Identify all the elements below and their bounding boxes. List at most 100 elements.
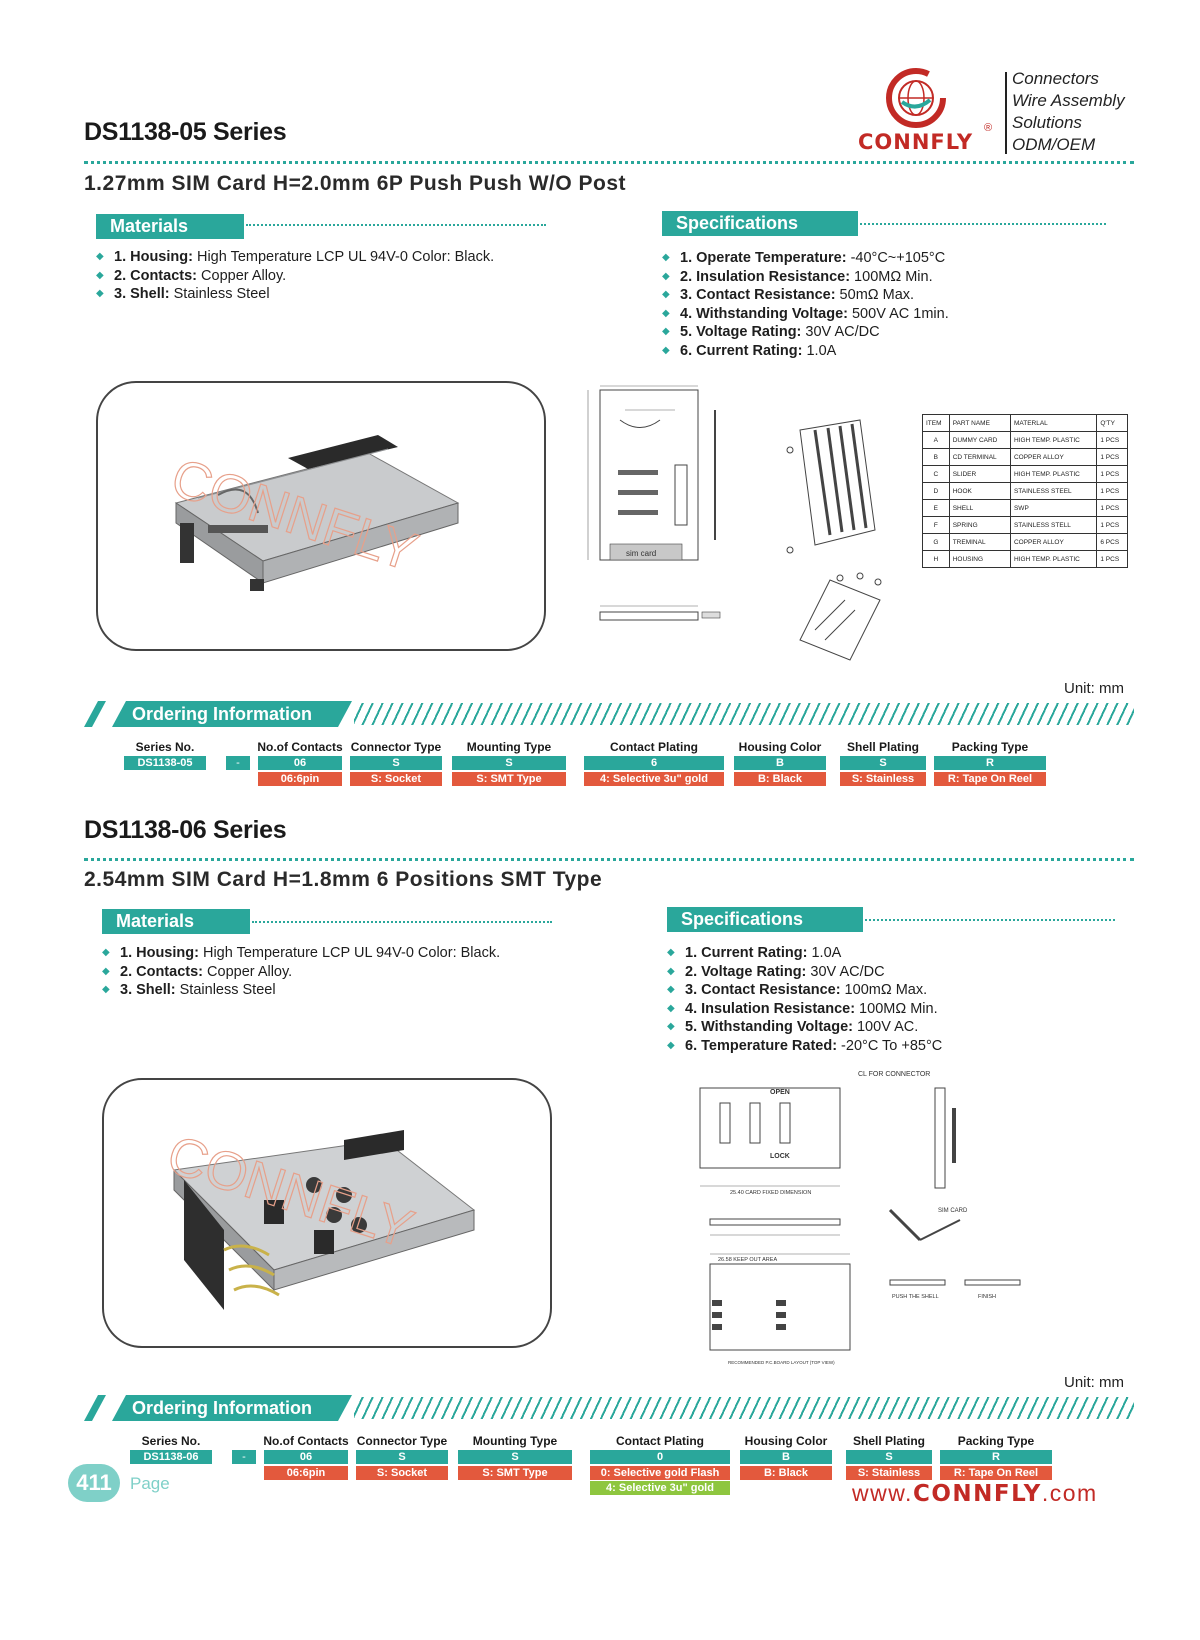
table-header-row: ITEM PART NAME MATERLAL Q'TY bbox=[922, 414, 1128, 432]
drawing-finish-label: FINISH bbox=[978, 1294, 996, 1300]
item-badge: C bbox=[922, 465, 950, 483]
table-cell: TREMINAL bbox=[948, 533, 1011, 551]
site-suffix: .com bbox=[1041, 1480, 1098, 1506]
ordering-code: R bbox=[940, 1450, 1052, 1464]
ordering-column-header: Mounting Type bbox=[466, 740, 552, 754]
ordering-column-header: Shell Plating bbox=[846, 740, 919, 754]
ordering-code: S bbox=[356, 1450, 448, 1464]
spec-item: 1. Current Rating: 1.0A bbox=[667, 944, 942, 963]
ordering-heading-bar-1: Ordering Information bbox=[84, 701, 1136, 727]
drawing-top-view-1: sim card bbox=[580, 380, 740, 570]
ordering-column-header: Packing Type bbox=[951, 740, 1029, 754]
drawing-iso-view-1 bbox=[790, 570, 900, 670]
ordering-option: S: Socket bbox=[350, 772, 442, 786]
website-link[interactable]: www.CONNFLY.com bbox=[852, 1480, 1098, 1507]
ordering-code: S bbox=[452, 756, 566, 770]
drawing-card-fixed-label: 25.40 CARD FIXED DIMENSION bbox=[730, 1190, 811, 1196]
table-cell: CD TERMINAL bbox=[948, 448, 1011, 466]
ordering-column-header: No.of Contacts bbox=[257, 740, 343, 754]
ordering-separator: - bbox=[226, 756, 250, 770]
ordering-option: 06:6pin bbox=[258, 772, 342, 786]
material-item: 2. Contacts: Copper Alloy. bbox=[102, 963, 500, 982]
ordering-hatch-2 bbox=[354, 1397, 1134, 1419]
drawing-open-label: OPEN bbox=[770, 1089, 790, 1096]
table-cell: HOUSING bbox=[948, 550, 1011, 568]
ordering-option: S: Socket bbox=[356, 1466, 448, 1480]
item-badge: G bbox=[922, 533, 950, 551]
ordering-option: B: Black bbox=[734, 772, 826, 786]
product-photo-2: CONNFLY bbox=[102, 1078, 552, 1348]
table-cell: HIGH TEMP. PLASTIC bbox=[1009, 465, 1098, 483]
table-cell: 1 PCS bbox=[1096, 516, 1128, 534]
ordering-code: B bbox=[740, 1450, 832, 1464]
ordering-column-header: No.of Contacts bbox=[263, 1434, 349, 1448]
drawing-sim-card-label-1: sim card bbox=[626, 549, 656, 558]
logo-registered-mark: ® bbox=[984, 122, 993, 134]
drawing-side-view-2 bbox=[700, 1205, 850, 1245]
ordering-column-header: Contact Plating bbox=[615, 1434, 704, 1448]
table-cell: COPPER ALLOY bbox=[1009, 533, 1098, 551]
ordering-column-header: Contact Plating bbox=[609, 740, 698, 754]
ordering-option: S: SMT Type bbox=[458, 1466, 572, 1480]
item-badge: E bbox=[922, 499, 950, 517]
drawing-side-view-1 bbox=[580, 600, 740, 640]
drawing-push-shell-label: PUSH THE SHELL bbox=[892, 1294, 939, 1300]
drawing-layout-note: RECOMMENDED P.C.BOARD LAYOUT (TOP VIEW) bbox=[728, 1360, 835, 1365]
ordering-option: S: Stainless bbox=[840, 772, 926, 786]
item-badge: F bbox=[922, 516, 950, 534]
materials-list-1: 1. Housing: High Temperature LCP UL 94V-… bbox=[96, 248, 494, 304]
ordering-heading-2: Ordering Information bbox=[112, 1395, 352, 1421]
specifications-heading-1: Specifications bbox=[662, 211, 858, 236]
spec-item: 4. Withstanding Voltage: 500V AC 1min. bbox=[662, 305, 949, 324]
drawing-card-insert-2: SIM CARD bbox=[880, 1200, 980, 1250]
spec-item: 6. Current Rating: 1.0A bbox=[662, 342, 949, 361]
ordering-slant-shape bbox=[84, 1395, 106, 1421]
materials-dots-1 bbox=[246, 224, 546, 226]
ordering-separator: - bbox=[232, 1450, 256, 1464]
drawing-keep-out-label: 26.58 KEEP OUT AREA bbox=[718, 1257, 777, 1263]
table-cell: DUMMY CARD bbox=[948, 431, 1011, 449]
table-cell: 1 PCS bbox=[1096, 448, 1128, 466]
table-cell: COPPER ALLOY bbox=[1009, 448, 1098, 466]
table-cell: 1 PCS bbox=[1096, 431, 1128, 449]
spec-item: 3. Contact Resistance: 50mΩ Max. bbox=[662, 286, 949, 305]
table-cell: 1 PCS bbox=[1096, 465, 1128, 483]
table-cell: HIGH TEMP. PLASTIC bbox=[1009, 431, 1098, 449]
item-badge: A bbox=[922, 431, 950, 449]
page-number: 411 bbox=[68, 1464, 120, 1502]
ordering-heading-bar-2: Ordering Information bbox=[84, 1395, 1136, 1421]
specifications-heading-2: Specifications bbox=[667, 907, 863, 932]
material-item: 3. Shell: Stainless Steel bbox=[96, 285, 494, 304]
ordering-code: B bbox=[734, 756, 826, 770]
ordering-column-header: Series No. bbox=[141, 1434, 201, 1448]
drawing-sim-card-label-2: SIM CARD bbox=[938, 1208, 968, 1214]
drawing-pcb-layout-2: 26.58 KEEP OUT AREA RECOMMENDED P.C.BOAR… bbox=[690, 1250, 865, 1370]
material-item: 1. Housing: High Temperature LCP UL 94V-… bbox=[102, 944, 500, 963]
tagline-solutions: Solutions bbox=[1012, 113, 1082, 132]
spec-item: 5. Withstanding Voltage: 100V AC. bbox=[667, 1018, 942, 1037]
spec-item: 2. Insulation Resistance: 100MΩ Min. bbox=[662, 268, 949, 287]
spec-item: 3. Contact Resistance: 100mΩ Max. bbox=[667, 981, 942, 1000]
ordering-code: 06 bbox=[258, 756, 342, 770]
item-badge: B bbox=[922, 448, 950, 466]
item-badge: D bbox=[922, 482, 950, 500]
ordering-column-header: Mounting Type bbox=[472, 1434, 558, 1448]
materials-list-2: 1. Housing: High Temperature LCP UL 94V-… bbox=[102, 944, 500, 1000]
spec-item: 4. Insulation Resistance: 100MΩ Min. bbox=[667, 1000, 942, 1019]
ordering-option: B: Black bbox=[740, 1466, 832, 1480]
ordering-code: 06 bbox=[264, 1450, 348, 1464]
ordering-option: 4: Selective 3u" gold bbox=[584, 772, 724, 786]
ordering-code: 6 bbox=[584, 756, 724, 770]
ordering-column-header: Housing Color bbox=[744, 1434, 828, 1448]
table-cell: SLIDER bbox=[948, 465, 1011, 483]
table-cell: 1 PCS bbox=[1096, 499, 1128, 517]
series-title-2: DS1138-06 Series bbox=[84, 816, 287, 844]
